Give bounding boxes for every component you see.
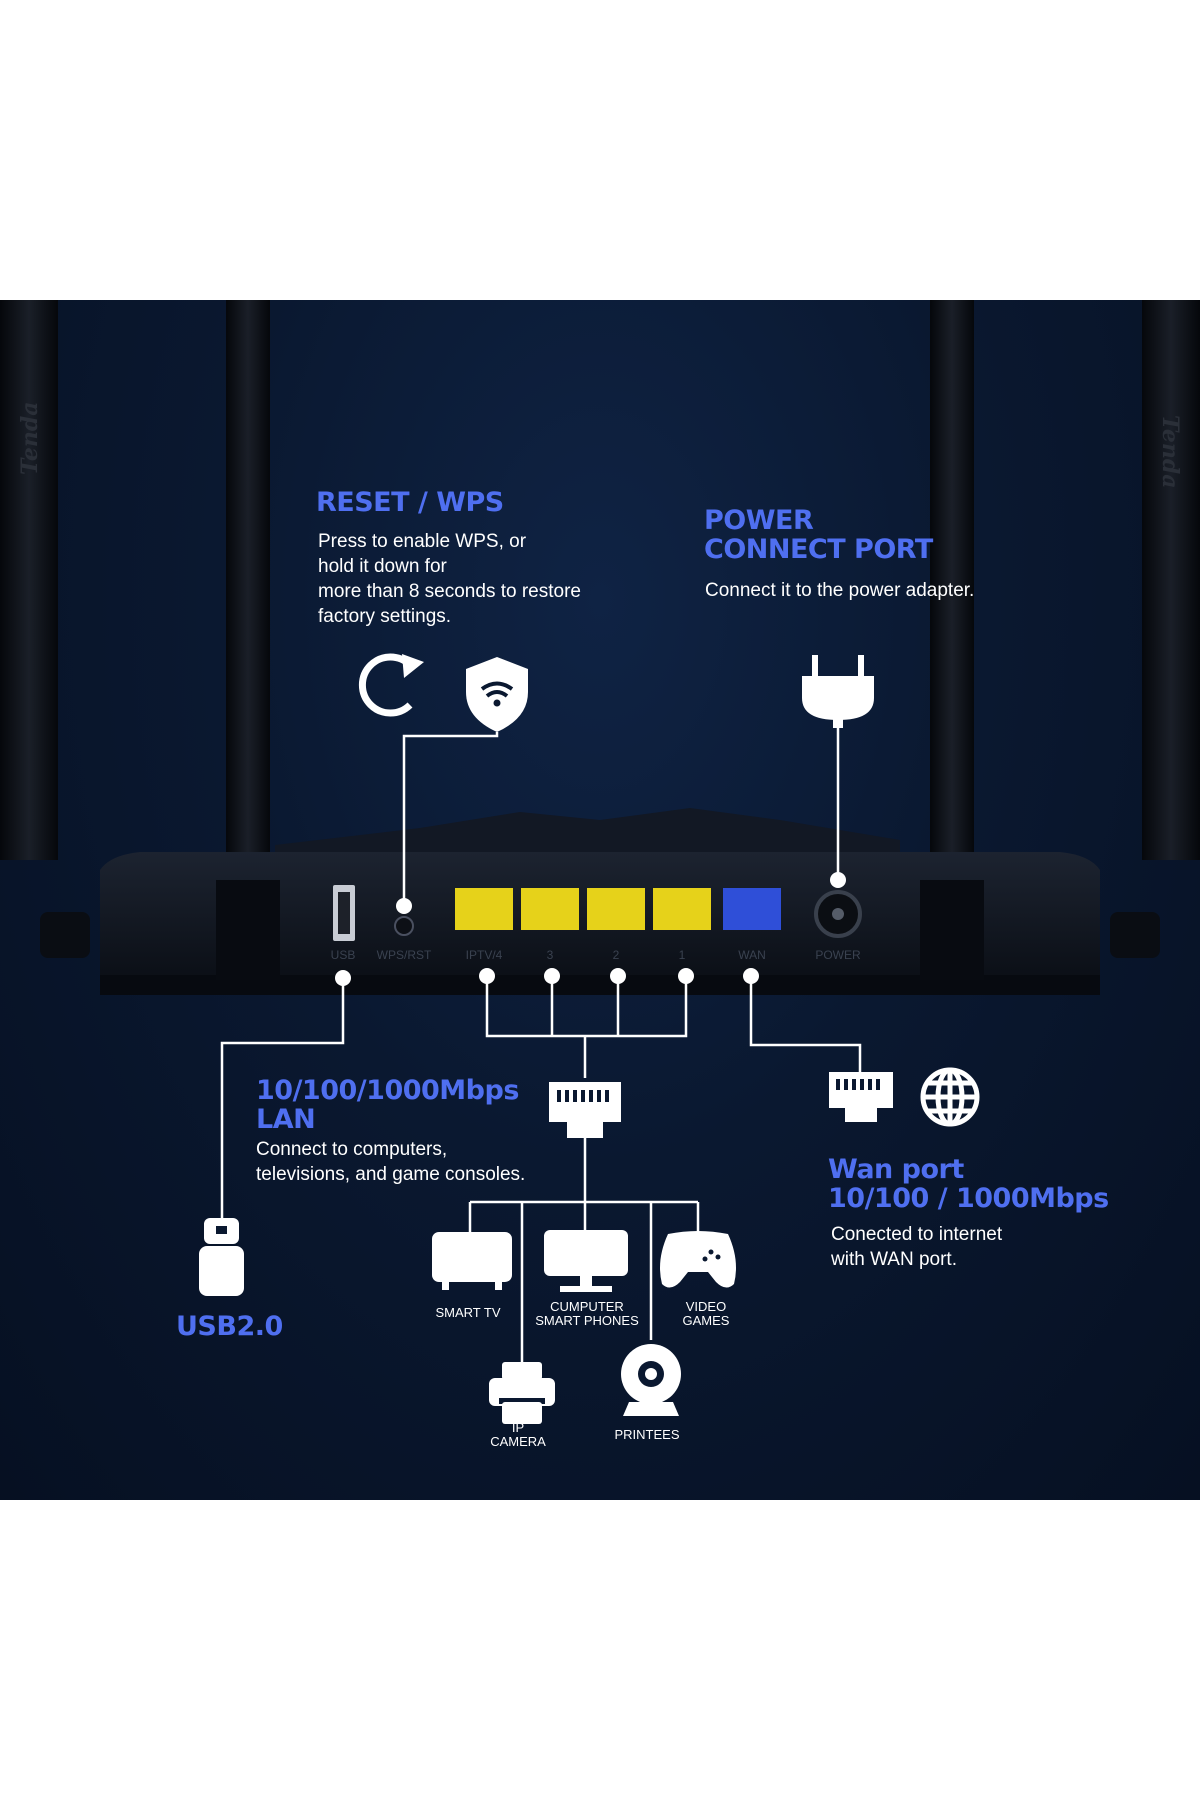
usb-title: USB2.0 [176,1311,283,1342]
wan-connector [749,976,862,1072]
reset-wps-line-2: hold it down for [318,556,447,577]
reset-wps-title: RESET / WPS [316,487,504,518]
power-description: Connect it to the power adapter. [705,580,975,601]
power-jack-pin [832,908,844,920]
gamepad-icon [660,1231,736,1288]
port-label-wan: WAN [738,948,766,962]
wan-dot [743,968,759,984]
wan-line-2: with WAN port. [831,1249,957,1270]
wps-dot [396,898,412,914]
ip-camera-label-line-1: IP [511,1420,525,1435]
monitor-icon [544,1230,628,1292]
brand-left: Tenda [17,401,43,475]
printees-label-line-1: PRINTEES [614,1427,680,1442]
power-plug-icon [802,655,874,728]
wan-title-line-2: 10/100 / 1000Mbps [828,1183,1109,1214]
webcam-icon [621,1344,681,1416]
router-right-foot [1110,912,1160,958]
connector-lines [220,725,862,1362]
port-label-power: POWER [815,948,861,962]
video-games-label-line-1: VIDEO [685,1299,727,1314]
tv-icon [432,1232,512,1290]
port-label-lan2: 2 [612,948,620,962]
lan1-dot [678,968,694,984]
computer-label: CUMPUTER SMART PHONES [527,1300,647,1328]
wan-title-line-1: Wan port [828,1154,964,1185]
antenna-far-left [0,300,58,860]
port-label-iptv: IPTV/4 [465,948,503,962]
reset-wps-line-4: factory settings. [318,606,452,627]
computer-label-line-1: CUMPUTER [550,1299,624,1314]
usb-dot [335,970,351,986]
wan-description: Conected to internet with WAN port. [831,1222,1002,1272]
wifi-shield-icon [466,657,528,732]
smart-tv-label: SMART TV [408,1306,528,1320]
lan-line-1: Connect to computers, [256,1139,448,1160]
router-top-ridge [275,808,900,860]
lan3-dot [544,968,560,984]
usb-connector [220,978,345,1220]
reset-wps-line-3: more than 8 seconds to restore [318,581,581,602]
lan-connector-iptv [485,976,688,1038]
antenna-right-mount [920,880,984,980]
lan-port-iptv [455,888,513,930]
ip-camera-label-line-2: CAMERA [490,1434,546,1449]
port-label-usb: USB [330,948,356,962]
reset-wps-line-1: Press to enable WPS, or [318,531,527,552]
router-left-foot [40,912,90,958]
power-title-line-1: POWER [704,505,814,536]
port-label-lan1: 1 [678,948,686,962]
wps-button [394,916,414,936]
lan2-dot [610,968,626,984]
port-label-lan3: 3 [546,948,554,962]
lan-description: Connect to computers, televisions, and g… [256,1137,525,1187]
antenna-far-right [1142,300,1200,860]
lan-title-line-1: 10/100/1000Mbps [256,1075,519,1106]
usb-drive-icon [199,1218,244,1296]
router-diagram [0,300,1200,1424]
lan-port-3 [521,888,579,930]
power-title: POWER CONNECT PORT [704,506,933,564]
lan-line-2: televisions, and game consoles. [256,1164,526,1185]
printees-label: PRINTEES [587,1428,707,1442]
ip-camera-label: IP CAMERA [458,1421,578,1449]
lan-port-2 [587,888,645,930]
router-diagram-panel: Tenda Tenda USB WPS/RST IPTV/4 3 2 1 WAN… [0,300,1200,1500]
reset-icon [358,653,424,717]
iptv-dot [479,968,495,984]
port-dots [335,872,846,986]
computer-label-line-2: SMART PHONES [535,1313,639,1328]
antennas [0,300,1200,980]
lan-ports [455,888,711,930]
video-games-label-line-2: GAMES [682,1313,730,1328]
wan-port [723,888,781,930]
power-title-line-2: CONNECT PORT [704,534,933,565]
lan-port-1 [653,888,711,930]
reset-connector [402,732,499,905]
usb-port-slot [338,892,350,934]
smart-tv-label-line-1: SMART TV [435,1305,501,1320]
printer-icon [489,1362,555,1424]
wan-line-1: Conected to internet [831,1224,1003,1245]
power-dot [830,872,846,888]
port-label-wps: WPS/RST [376,948,432,962]
brand-right: Tenda [1157,415,1183,489]
router-body [40,808,1160,995]
reset-wps-description: Press to enable WPS, or hold it down for… [318,529,581,629]
lan-title-line-2: LAN [256,1104,316,1135]
ethernet-icon [549,1082,621,1138]
wan-title: Wan port 10/100 / 1000Mbps [828,1155,1109,1213]
lan-title: 10/100/1000Mbps LAN [256,1076,519,1134]
video-games-label: VIDEO GAMES [646,1300,766,1328]
globe-icon [920,1067,980,1127]
antenna-left-mount [216,880,280,980]
wan-ethernet-icon [829,1072,893,1122]
